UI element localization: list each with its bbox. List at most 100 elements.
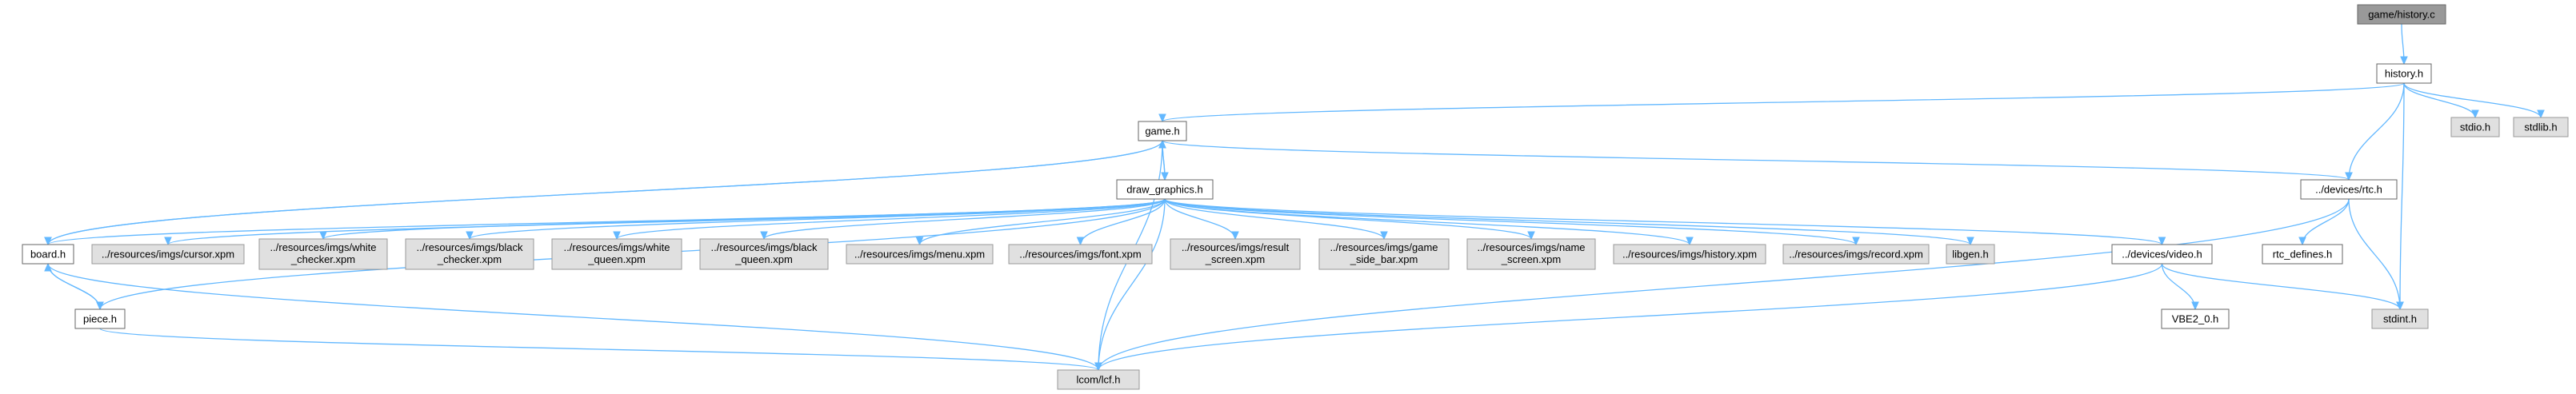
node-label-libgen-h: libgen.h (1952, 249, 1989, 261)
node-box-rtc-defines-h (2262, 244, 2343, 265)
node-label-name-screen-xpm: ../resources/imgs/name_screen.xpm (1477, 241, 1585, 265)
node-box-game-h (1138, 121, 1187, 141)
node-result-screen-xpm: ../resources/imgs/result_screen.xpm (1170, 238, 1301, 270)
edge-draw-graphics-h-to-black-checker-xpm (470, 198, 1166, 239)
node-label-history-xpm: ../resources/imgs/history.xpm (1622, 249, 1757, 261)
node-label-draw-graphics-h: draw_graphics.h (1126, 184, 1202, 196)
node-label-game-side-bar-xpm: ../resources/imgs/game_side_bar.xpm (1330, 241, 1438, 265)
edge-draw-graphics-h-to-black-queen-xpm (764, 198, 1166, 239)
node-label-game-h: game.h (1145, 125, 1179, 137)
edge-rtc-h-to-lcom-lcf-h (1098, 198, 2350, 370)
node-box-rtc-h (2300, 179, 2398, 200)
edge-draw-graphics-h-to-video-h (1164, 198, 2162, 245)
node-libgen-h: libgen.h (1946, 244, 1995, 265)
edge-video-h-to-stdint-h (2161, 263, 2401, 309)
node-label-white-queen-xpm: ../resources/imgs/white_queen.xpm (564, 241, 670, 265)
node-white-checker-xpm: ../resources/imgs/white_checker.xpm (258, 238, 388, 270)
node-label-stdio-h: stdio.h (2460, 121, 2490, 133)
node-white-queen-xpm: ../resources/imgs/white_queen.xpm (551, 238, 682, 270)
edge-history-h-to-game-h (1162, 82, 2405, 121)
node-vbe2-0-h[interactable]: VBE2_0.h (2161, 308, 2230, 329)
node-label-font-xpm: ../resources/imgs/font.xpm (1019, 249, 1141, 261)
node-stdint-h: stdint.h (2371, 308, 2429, 329)
node-label-rtc-defines-h: rtc_defines.h (2273, 249, 2332, 261)
edge-history-h-to-stdlib-h (2403, 82, 2541, 117)
node-box-piece-h (74, 308, 126, 329)
edge-draw-graphics-h-to-menu-xpm (920, 198, 1166, 245)
node-box-game-history-c (2357, 4, 2446, 25)
node-box-black-queen-xpm (699, 238, 829, 270)
node-game-history-c[interactable]: game/history.c (2357, 4, 2446, 25)
edge-draw-graphics-h-to-game-side-bar-xpm (1164, 198, 1384, 239)
node-label-lcom-lcf-h: lcom/lcf.h (1077, 374, 1121, 386)
node-history-xpm: ../resources/imgs/history.xpm (1613, 244, 1766, 265)
node-box-history-xpm (1613, 244, 1766, 265)
node-rtc-h[interactable]: ../devices/rtc.h (2300, 179, 2398, 200)
node-piece-h[interactable]: piece.h (74, 308, 126, 329)
node-label-stdint-h: stdint.h (2383, 313, 2417, 325)
node-label-board-h: board.h (30, 249, 66, 261)
node-box-board-h (22, 244, 74, 265)
edge-rtc-h-to-stdint-h (2348, 198, 2400, 309)
node-stdlib-h: stdlib.h (2513, 117, 2569, 137)
node-draw-graphics-h[interactable]: draw_graphics.h (1116, 179, 1214, 200)
edge-history-h-to-rtc-h (2349, 82, 2405, 180)
edge-draw-graphics-h-to-history-xpm (1164, 198, 1690, 245)
node-label-rtc-h: ../devices/rtc.h (2315, 184, 2382, 196)
edge-video-h-to-vbe2-0-h (2161, 263, 2196, 309)
edge-draw-graphics-h-to-cursor-xpm (168, 198, 1166, 245)
edge-board-h-to-game-h (47, 141, 1162, 245)
edge-draw-graphics-h-to-white-checker-xpm (323, 198, 1166, 239)
node-box-game-side-bar-xpm (1318, 238, 1450, 270)
node-history-h[interactable]: history.h (2376, 63, 2432, 84)
node-label-black-checker-xpm: ../resources/imgs/black_checker.xpm (417, 241, 523, 265)
node-cursor-xpm: ../resources/imgs/cursor.xpm (91, 244, 245, 265)
node-box-white-checker-xpm (258, 238, 388, 270)
node-game-h[interactable]: game.h (1138, 121, 1187, 141)
edge-draw-graphics-h-to-white-queen-xpm (617, 198, 1166, 239)
node-black-checker-xpm: ../resources/imgs/black_checker.xpm (405, 238, 534, 270)
edge-draw-graphics-h-to-board-h (48, 198, 1166, 245)
node-box-record-xpm (1782, 244, 1930, 265)
edge-draw-graphics-h-to-font-xpm (1081, 198, 1166, 245)
node-label-menu-xpm: ../resources/imgs/menu.xpm (854, 249, 985, 261)
node-box-lcom-lcf-h (1057, 369, 1140, 390)
node-label-white-checker-xpm: ../resources/imgs/white_checker.xpm (270, 241, 377, 265)
node-box-name-screen-xpm (1466, 238, 1596, 270)
node-board-h[interactable]: board.h (22, 244, 74, 265)
edge-draw-graphics-h-to-game-h (1162, 141, 1165, 181)
node-video-h[interactable]: ../devices/video.h (2111, 244, 2213, 265)
node-font-xpm: ../resources/imgs/font.xpm (1008, 244, 1153, 265)
node-box-cursor-xpm (91, 244, 245, 265)
node-box-vbe2-0-h (2161, 308, 2230, 329)
edge-rtc-h-to-rtc-defines-h (2302, 198, 2350, 245)
node-rtc-defines-h[interactable]: rtc_defines.h (2262, 244, 2343, 265)
edges-layer (47, 23, 2541, 370)
node-box-white-queen-xpm (551, 238, 682, 270)
edge-piece-h-to-lcom-lcf-h (99, 328, 1098, 370)
node-game-side-bar-xpm: ../resources/imgs/game_side_bar.xpm (1318, 238, 1450, 270)
edge-game-history-c-to-history-h (2402, 23, 2404, 64)
node-box-stdio-h (2450, 117, 2500, 137)
node-label-piece-h: piece.h (83, 313, 117, 325)
node-label-game-history-c: game/history.c (2368, 9, 2435, 21)
node-label-vbe2-0-h: VBE2_0.h (2172, 313, 2219, 325)
edge-piece-h-to-board-h (48, 264, 101, 310)
node-box-history-h (2376, 63, 2432, 84)
edge-video-h-to-lcom-lcf-h (1098, 263, 2163, 370)
node-menu-xpm: ../resources/imgs/menu.xpm (846, 244, 994, 265)
edge-draw-graphics-h-to-lcom-lcf-h (1098, 198, 1166, 370)
nodes-layer: game/history.c history.h stdio.h stdlib.h ga… (22, 4, 2569, 390)
edge-draw-graphics-h-to-result-screen-xpm (1164, 198, 1235, 239)
node-box-result-screen-xpm (1170, 238, 1301, 270)
edge-history-h-to-stdio-h (2403, 82, 2475, 117)
node-box-menu-xpm (846, 244, 994, 265)
edge-game-h-to-rtc-h (1162, 140, 2349, 180)
node-box-black-checker-xpm (405, 238, 534, 270)
node-box-libgen-h (1946, 244, 1995, 265)
node-label-black-queen-xpm: ../resources/imgs/black_queen.xpm (711, 241, 818, 265)
node-label-result-screen-xpm: ../resources/imgs/result_screen.xpm (1182, 241, 1290, 265)
node-box-font-xpm (1008, 244, 1153, 265)
node-black-queen-xpm: ../resources/imgs/black_queen.xpm (699, 238, 829, 270)
